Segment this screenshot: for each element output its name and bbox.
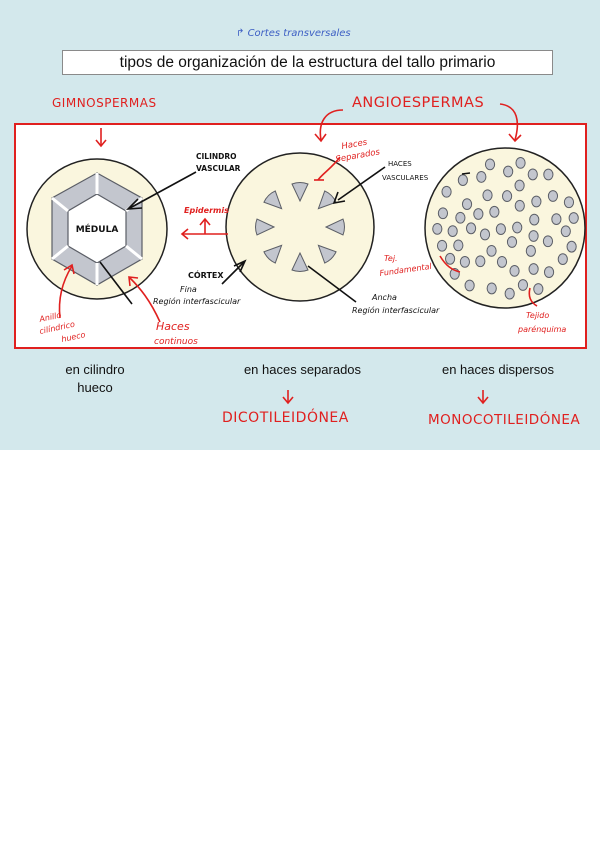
scattered-bundle — [464, 279, 475, 292]
vascular-bundle — [255, 218, 276, 236]
angiosperms-label: ANGIOESPERMAS — [352, 95, 485, 111]
vascular-bundle — [291, 182, 309, 203]
stem3-bundles — [432, 156, 579, 300]
scattered-bundle — [479, 228, 491, 241]
scattered-bundle — [528, 263, 539, 275]
scattered-bundle — [441, 185, 452, 198]
scattered-bundle — [486, 282, 497, 295]
red-arrows — [58, 103, 538, 405]
scattered-bundle — [504, 287, 515, 300]
monocot-label: MONOCOTILEIDÓNEA — [428, 412, 581, 428]
scattered-bundle — [517, 279, 529, 291]
scattered-bundle — [465, 222, 477, 235]
medula-label: MÉDULA — [76, 223, 119, 235]
scattered-bundle — [461, 198, 473, 210]
scattered-bundle — [444, 252, 456, 265]
scattered-bundle — [475, 255, 486, 268]
scattered-bundle — [453, 239, 464, 252]
epidermis-label: Epidermis — [184, 206, 229, 215]
dicot-label: DICOTILEIDÓNEA — [222, 410, 349, 426]
note-text: Cortes transversales — [247, 28, 351, 39]
scattered-bundle — [514, 179, 525, 192]
scattered-bundle — [560, 225, 571, 238]
fina-label-2: Región interfascicular — [153, 296, 241, 306]
vascular-bundle — [291, 251, 309, 272]
stem2-bundles — [255, 182, 345, 272]
scattered-bundle — [437, 207, 449, 220]
vascular-bundle — [317, 244, 337, 264]
scattered-bundle — [482, 189, 493, 202]
scattered-bundle — [486, 244, 497, 257]
stem-separated — [225, 152, 375, 302]
stem2-epidermis — [225, 152, 375, 302]
scattered-bundle — [457, 174, 468, 187]
vascular-bundle — [263, 190, 283, 210]
vascular-bundle — [324, 218, 345, 236]
scattered-bundle — [525, 245, 536, 257]
scattered-bundle — [533, 283, 544, 295]
scattered-bundle — [529, 213, 540, 226]
caption-separated-bundles: en haces separados — [243, 362, 362, 377]
scattered-bundle — [476, 171, 487, 183]
haces-separados-label-1: Haces — [341, 138, 369, 152]
cortes-note: ↱ Cortes transversales — [236, 28, 351, 39]
caption-scattered-bundles: en haces dispersos — [441, 362, 554, 377]
haces-vasculares-label-1: HACES — [388, 160, 412, 168]
scattered-bundle — [484, 158, 496, 171]
scattered-bundle — [455, 211, 466, 224]
arrow-turn-icon: ↱ — [236, 28, 245, 39]
cortex-label: CÓRTEX — [188, 269, 224, 280]
ancha-label-1: Ancha — [371, 293, 397, 302]
stem-diagram: MÉDULA CILINDRO VASCULAR Epidermis CÓRTE… — [14, 103, 587, 405]
tejido-label-2: parénquima — [517, 324, 566, 334]
tejido-label-1: Tejido — [526, 311, 549, 320]
scattered-bundle — [568, 212, 579, 224]
gymnosperms-label: GIMNOSPERMAS — [52, 96, 157, 110]
scattered-bundle — [506, 236, 518, 248]
scattered-bundle — [515, 156, 526, 169]
scattered-bundle — [551, 213, 562, 226]
scattered-bundle — [527, 168, 538, 181]
scattered-bundle — [543, 266, 555, 279]
scattered-bundle — [531, 195, 542, 208]
scattered-bundle — [496, 256, 508, 268]
black-arrows — [99, 166, 471, 305]
scattered-bundle — [557, 253, 568, 265]
scattered-bundle — [543, 168, 554, 181]
scattered-bundle — [542, 235, 554, 248]
stem-cylinder — [26, 158, 168, 300]
vascular-bundle — [263, 244, 283, 264]
tej-label-1: Tej. — [384, 254, 398, 263]
scattered-bundle — [495, 223, 506, 235]
scattered-bundle — [509, 264, 520, 277]
haces-continuos-label-2: continuos — [154, 337, 198, 347]
ancha-label-2: Región interfascicular — [352, 305, 440, 315]
scattered-bundle — [563, 196, 575, 209]
scattered-bundle — [547, 190, 559, 202]
scattered-bundle — [514, 199, 525, 212]
caption-hollow-cylinder: en cilindro hueco — [40, 361, 150, 397]
scattered-bundle — [566, 240, 577, 253]
scattered-bundle — [503, 165, 514, 178]
caption-1-line-2: hueco — [77, 380, 113, 395]
scattered-bundle — [528, 230, 539, 242]
fina-label-1: Fina — [180, 285, 197, 294]
scattered-bundle — [473, 208, 484, 220]
scattered-bundle — [436, 239, 448, 252]
scattered-bundle — [489, 205, 500, 218]
page-title: tipos de organización de la estructura d… — [62, 50, 553, 75]
haces-continuos-label-1: Haces — [156, 320, 190, 333]
cilindro-label-2: VASCULAR — [196, 164, 241, 173]
scattered-bundle — [512, 221, 523, 234]
cilindro-label-1: CILINDRO — [196, 152, 237, 161]
scattered-bundle — [447, 225, 458, 238]
scattered-bundle — [432, 223, 443, 235]
scattered-bundle — [459, 255, 471, 268]
haces-vasculares-label-2: VASCULARES — [382, 174, 429, 182]
caption-1-line-1: en cilindro — [65, 362, 125, 377]
stem-scattered — [424, 147, 586, 309]
scattered-bundle — [501, 190, 513, 202]
